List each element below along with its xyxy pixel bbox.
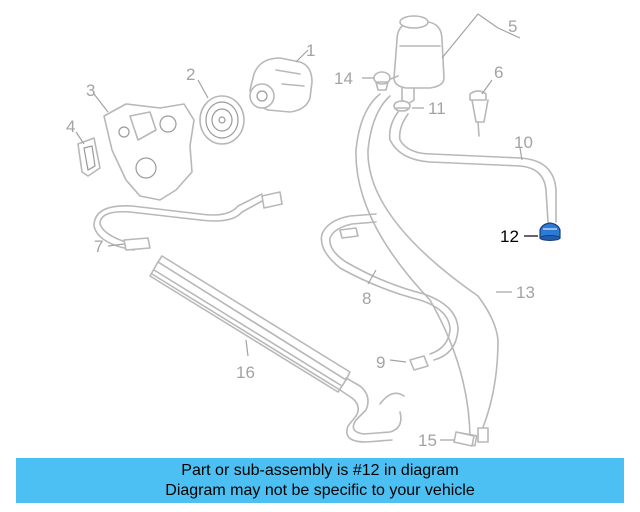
part-12-clamp (539, 222, 561, 241)
reservoir-cap-sensor (469, 90, 489, 137)
callout-7: 7 (94, 237, 103, 256)
callout-14: 14 (334, 69, 353, 88)
pump-bracket (103, 103, 195, 201)
reservoir (387, 15, 445, 105)
callout-8: 8 (362, 289, 371, 308)
callout-13: 13 (516, 283, 535, 302)
callout-10: 10 (514, 133, 533, 152)
callout-6: 6 (494, 63, 503, 82)
banner-line-part: Part or sub-assembly is #12 in diagram (181, 462, 459, 479)
pressure-line (320, 213, 459, 361)
callout-2: 2 (186, 65, 195, 84)
power-steering-pump (249, 57, 313, 113)
clamp-15 (453, 431, 475, 447)
clamp-11 (393, 100, 411, 112)
banner-line-disclaimer: Diagram may not be specific to your vehi… (165, 482, 475, 499)
callout-3: 3 (86, 81, 95, 100)
clamp-14 (373, 71, 391, 91)
callout-11: 11 (428, 99, 446, 118)
info-banner: Part or sub-assembly is #12 in diagram D… (16, 458, 624, 503)
callout-15: 15 (418, 431, 437, 450)
pressure-line-7 (93, 191, 283, 251)
clamp-9 (409, 355, 429, 371)
supply-hose (355, 93, 499, 447)
return-hose (388, 111, 557, 223)
callout-5: 5 (508, 17, 517, 36)
callout-1: 1 (306, 41, 315, 60)
pump-pulley (199, 95, 245, 145)
oil-cooler (149, 255, 405, 443)
callout-9: 9 (376, 353, 385, 372)
callout-4: 4 (66, 117, 75, 136)
gasket (77, 137, 101, 177)
callout-leaders (75, 13, 538, 441)
callout-16: 16 (236, 363, 255, 382)
callout-12: 12 (500, 227, 519, 246)
parts-diagram: 1 2 3 4 5 6 7 8 9 10 11 12 13 14 15 16 (66, 13, 561, 450)
